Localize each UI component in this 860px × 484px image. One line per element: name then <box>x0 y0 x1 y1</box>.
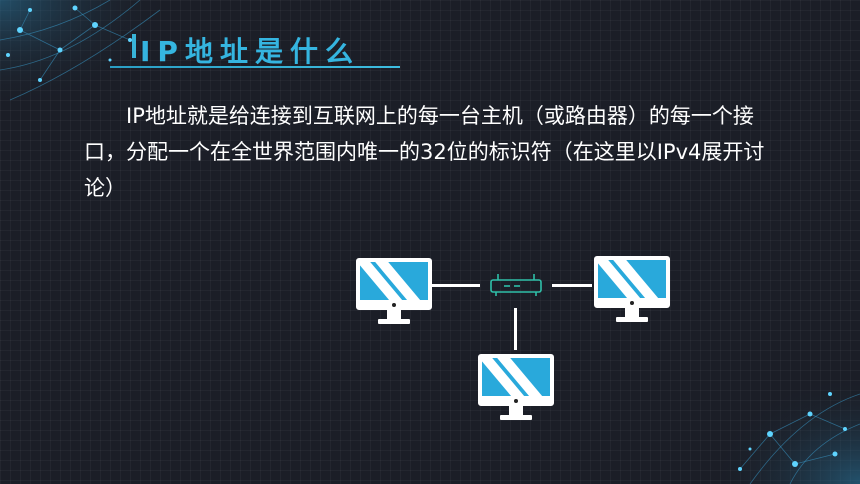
computer-right-icon <box>594 256 670 326</box>
link-router-bottom <box>514 308 517 350</box>
network-diagram <box>350 250 680 430</box>
title-accent-bar <box>132 34 136 58</box>
slide-title-bar: IP地址是什么 <box>110 26 400 70</box>
computer-left-icon <box>356 258 432 328</box>
link-left-router <box>432 284 480 287</box>
computer-bottom-icon <box>478 354 554 424</box>
slide-title: IP地址是什么 <box>140 35 360 68</box>
link-router-right <box>552 284 592 287</box>
router-icon <box>490 274 542 296</box>
title-underline <box>110 66 400 68</box>
network-decoration-top-left <box>0 0 170 110</box>
network-decoration-bottom-right <box>710 374 860 484</box>
slide-body-text: IP地址就是给连接到互联网上的每一台主机（或路由器）的每一个接口，分配一个在全世… <box>84 104 765 200</box>
